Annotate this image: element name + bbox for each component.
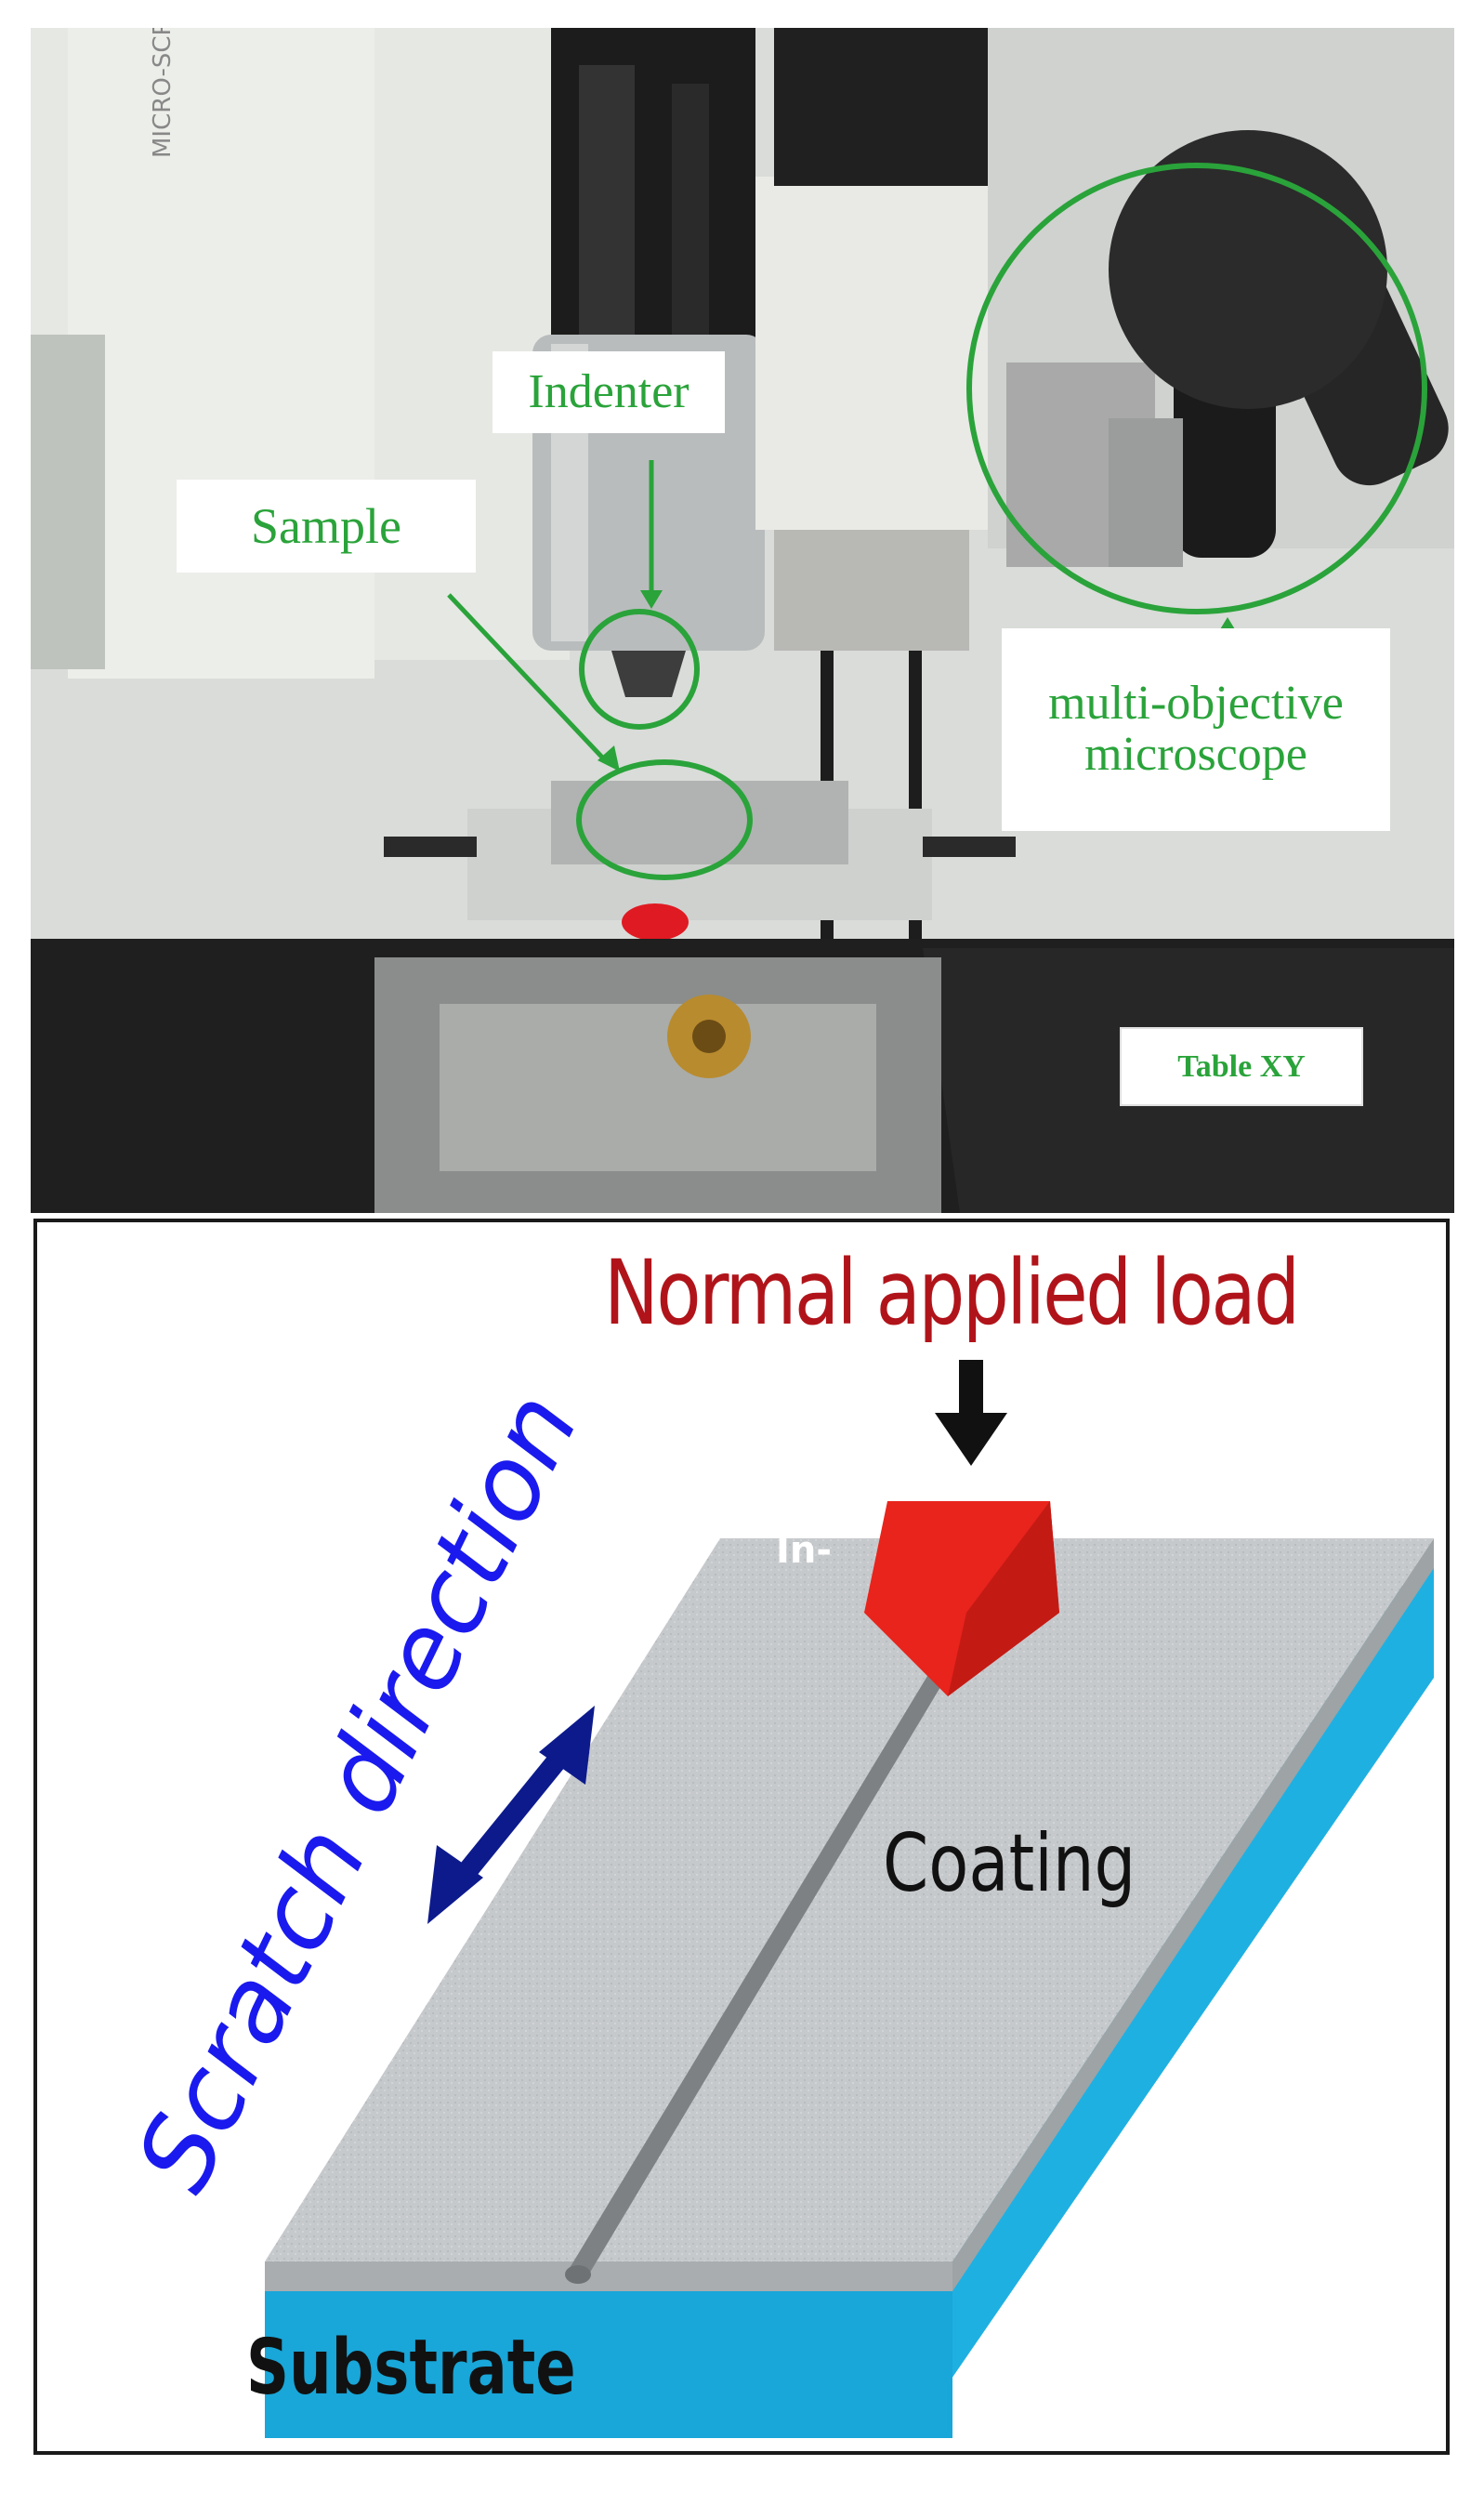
scratch-test-diagram	[33, 1219, 1450, 2455]
instrument-illustration: MICRO-SCRATCH TE	[31, 28, 1454, 1213]
substrate-front	[265, 2289, 952, 2438]
sample-highlight-circle	[576, 759, 753, 880]
load-arrow-shaft	[959, 1360, 983, 1416]
instrument-photo: MICRO-SCRATCH TE	[31, 28, 1454, 1213]
microscope-label-line2: microscope	[1084, 728, 1307, 781]
machine-body	[68, 28, 374, 679]
machine-label-text: MICRO-SCRATCH TE	[149, 28, 177, 158]
indenter-stub-label: In-	[776, 1529, 832, 1572]
substrate-label: Substrate	[246, 2324, 576, 2412]
red-knob	[622, 903, 689, 941]
scratch-test-illustration	[265, 1360, 1434, 2438]
indenter-tip	[611, 651, 686, 697]
coating-front-edge	[265, 2261, 952, 2291]
normal-load-title: Normal applied load	[604, 1241, 1300, 1345]
microscope-highlight-circle	[966, 163, 1427, 614]
sample-pointer	[447, 593, 609, 764]
sample-label: Sample	[177, 480, 476, 573]
table-xy-label: Table XY	[1120, 1027, 1363, 1106]
direction-arrow-head-down	[427, 1845, 483, 1924]
microscope-label-line1: multi-objective	[1048, 677, 1344, 731]
microscope-label: multi-objective microscope	[1002, 628, 1390, 831]
coating-top	[265, 1538, 1434, 2261]
load-arrow-head	[935, 1413, 1007, 1466]
coating-side-edge	[952, 1538, 1434, 2291]
sample	[551, 781, 848, 864]
direction-arrow-shaft	[442, 1736, 580, 1898]
indenter-highlight-circle	[579, 609, 700, 730]
scratch-groove	[567, 1650, 957, 2280]
direction-arrow-head-up	[539, 1706, 595, 1785]
coating-label: Coating	[883, 1817, 1136, 1910]
indenter-label: Indenter	[492, 351, 725, 433]
sensor-box	[755, 177, 988, 530]
